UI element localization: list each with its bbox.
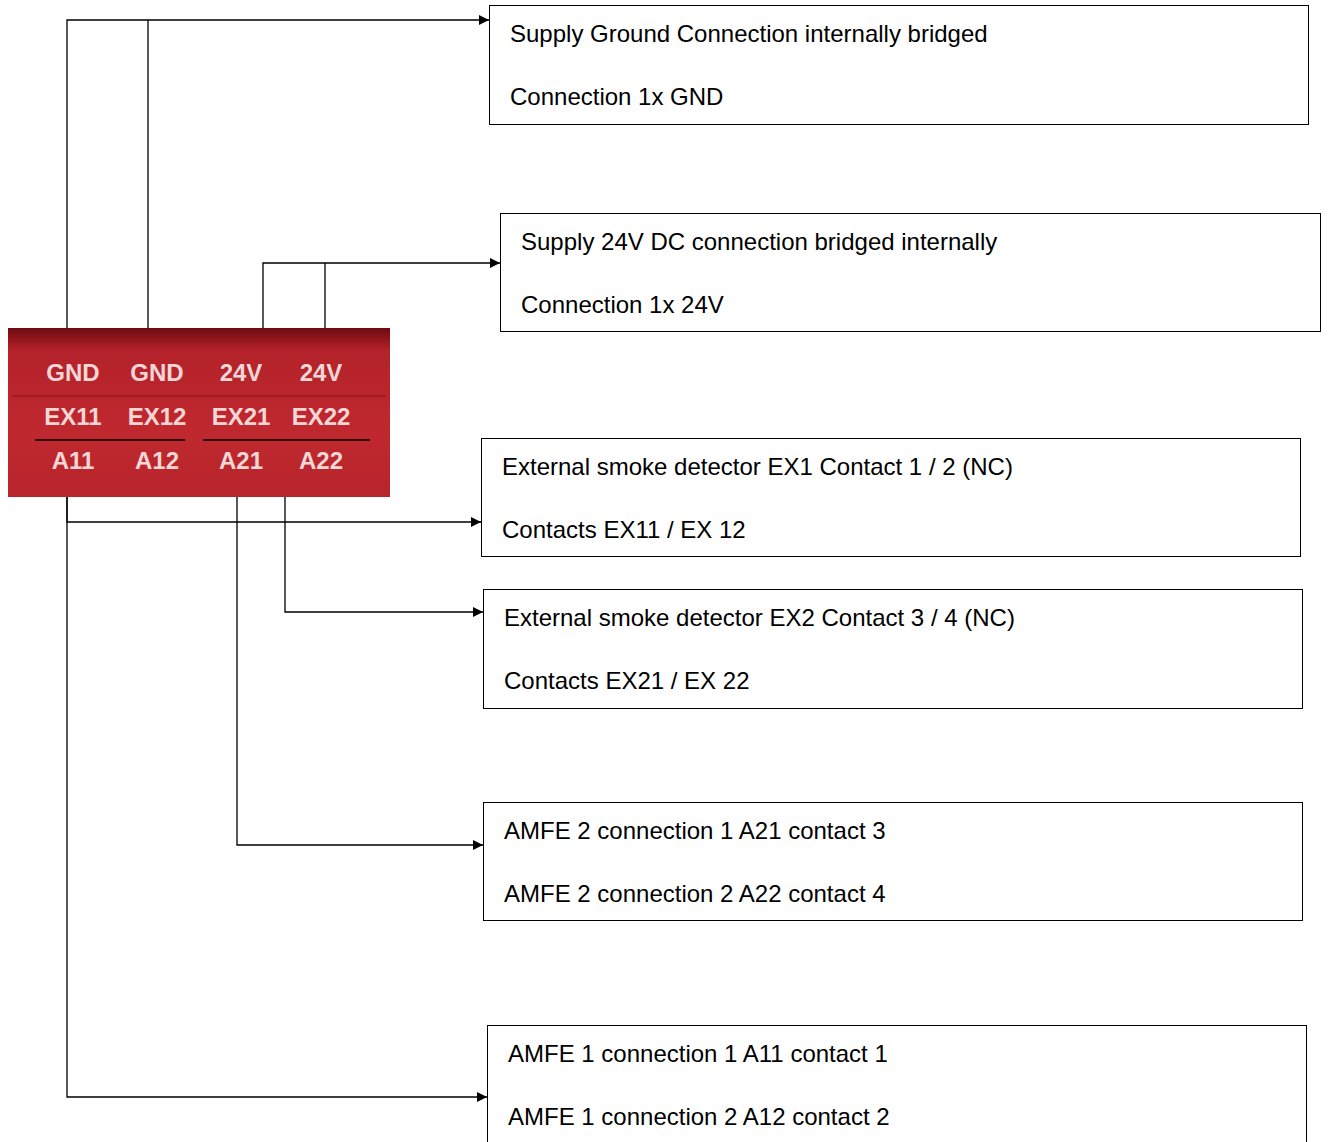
- connector: [67, 497, 481, 522]
- terminal-label: EX11: [33, 395, 113, 439]
- terminal-block: GNDGND24V24VEX11EX12EX21EX22A11A12A21A22: [8, 328, 390, 497]
- box-text: AMFE 1 connection 1 A11 contact 1: [508, 1040, 1286, 1069]
- info-box: AMFE 2 connection 1 A21 contact 3 AMFE 2 …: [483, 802, 1303, 921]
- box-text: Supply 24V DC connection bridged interna…: [521, 228, 1300, 257]
- leader-underline: [203, 439, 370, 441]
- connector: [67, 497, 487, 1097]
- box-text: Contacts EX21 / EX 22: [504, 667, 1282, 696]
- terminal-label: GND: [33, 351, 113, 395]
- connector: [285, 497, 483, 612]
- box-text: AMFE 2 connection 1 A21 contact 3: [504, 817, 1282, 846]
- box-text: Connection 1x 24V: [521, 291, 1300, 320]
- terminal-label: A21: [201, 439, 281, 483]
- terminal-label: 24V: [201, 351, 281, 395]
- info-box: Supply 24V DC connection bridged interna…: [500, 213, 1321, 332]
- terminal-label: A11: [33, 439, 113, 483]
- terminal-label: A22: [281, 439, 361, 483]
- box-text: External smoke detector EX1 Contact 1 / …: [502, 453, 1280, 482]
- ground-stub-line: [147, 20, 148, 328]
- leader-underline: [35, 439, 185, 441]
- info-box: AMFE 1 connection 1 A11 contact 1 AMFE 1 …: [487, 1025, 1307, 1142]
- terminal-label: EX21: [201, 395, 281, 439]
- box-text: Connection 1x GND: [510, 83, 1288, 112]
- terminal-label: EX12: [113, 395, 201, 439]
- connector: [263, 263, 500, 328]
- box-text: Supply Ground Connection internally brid…: [510, 20, 1288, 49]
- terminal-label: 24V: [281, 351, 361, 395]
- info-box: External smoke detector EX2 Contact 3 / …: [483, 589, 1303, 709]
- connector: [67, 20, 489, 328]
- box-text: AMFE 1 connection 2 A12 contact 2: [508, 1103, 1286, 1132]
- box-text: AMFE 2 connection 2 A22 contact 4: [504, 880, 1282, 909]
- connector: [237, 497, 483, 845]
- terminal-label: A12: [113, 439, 201, 483]
- terminal-label: EX22: [281, 395, 361, 439]
- box-text: Contacts EX11 / EX 12: [502, 516, 1280, 545]
- info-box: External smoke detector EX1 Contact 1 / …: [481, 438, 1301, 557]
- info-box: Supply Ground Connection internally brid…: [489, 5, 1309, 125]
- box-text: External smoke detector EX2 Contact 3 / …: [504, 604, 1282, 633]
- row-separator: [12, 396, 386, 397]
- terminal-label: GND: [113, 351, 201, 395]
- supply-stub-line: [324, 263, 325, 328]
